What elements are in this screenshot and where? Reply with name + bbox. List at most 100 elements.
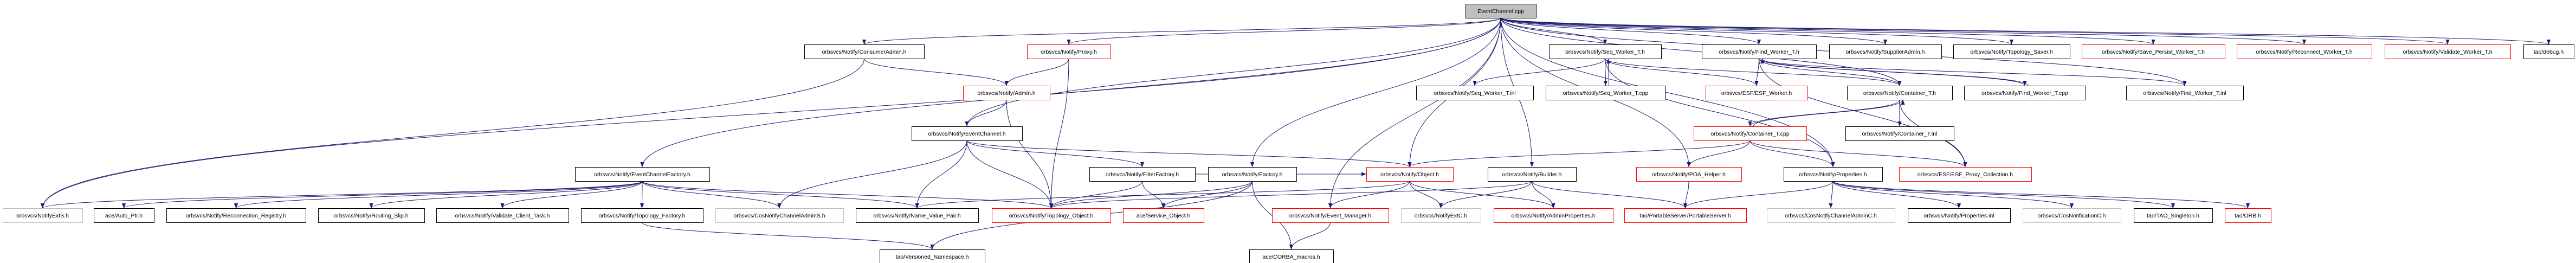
node-box: [2523, 44, 2574, 59]
file-node-service-object[interactable]: ace/Service_Object.h: [1123, 208, 1204, 223]
file-node-ecfactory[interactable]: orbsvcs/Notify/EventChannelFactory.h: [575, 167, 710, 182]
file-node-esf-proxy-coll[interactable]: orbsvcs/ESF/ESF_Proxy_Collection.h: [1899, 167, 2032, 182]
file-node-proxy[interactable]: orbsvcs/Notify/Proxy.h: [1027, 44, 1111, 59]
node-box: [1953, 44, 2070, 59]
dependency-edge-properties_h-to-orb: [1832, 181, 2250, 209]
file-node-cosnotification-c[interactable]: orbsvcs/CosNotificationC.h: [2023, 208, 2121, 223]
file-node-findworker-cpp[interactable]: orbsvcs/Notify/Find_Worker_T.cpp: [1964, 86, 2086, 100]
node-box: [715, 208, 844, 223]
dependency-edge-root-to-debug: [1500, 17, 2551, 45]
node-label: tao/ORB.h: [2235, 213, 2261, 219]
file-node-consumeradmin[interactable]: orbsvcs/Notify/ConsumerAdmin.h: [804, 44, 925, 59]
file-node-object[interactable]: orbsvcs/Notify/Object.h: [1366, 167, 1454, 182]
file-node-corba-macros[interactable]: ace/CORBA_macros.h: [1249, 249, 1334, 263]
node-label: tao/PortableServer/PortableServer.h: [1639, 213, 1731, 219]
dependency-edge-seqworker_h-to-container_h: [1605, 58, 1902, 86]
dependency-edge-seqworker_h-to-seqworker_inl: [1473, 58, 1605, 86]
node-box: [1272, 208, 1389, 223]
file-node-save-persist[interactable]: orbsvcs/Notify/Save_Persist_Worker_T.h: [2082, 44, 2225, 59]
file-node-findworker-h[interactable]: orbsvcs/Notify/Find_Worker_T.h: [1702, 44, 1817, 59]
node-box: [94, 208, 154, 223]
dependency-edge-proxy-to-admin: [1004, 58, 1069, 86]
dependency-edge-properties_h-to-cosnca_c: [1829, 181, 1833, 209]
node-label: orbsvcs/Notify/Builder.h: [1502, 171, 1562, 178]
dependency-edge-findworker_h-to-esf_proxy_coll: [1759, 58, 1967, 168]
file-node-filterfactory[interactable]: orbsvcs/Notify/FilterFactory.h: [1089, 167, 1196, 182]
node-box: [166, 208, 306, 223]
dependency-edge-root-to-findworker_h: [1500, 17, 1761, 45]
file-node-poa-helper[interactable]: orbsvcs/Notify/POA_Helper.h: [1636, 167, 1742, 182]
file-node-versioned-ns[interactable]: tao/Versioned_Namespace.h: [880, 249, 985, 263]
file-node-seqworker-cpp[interactable]: orbsvcs/Notify/Seq_Worker_T.cpp: [1546, 86, 1666, 100]
file-node-orb[interactable]: tao/ORB.h: [2225, 208, 2271, 223]
file-node-container-inl[interactable]: orbsvcs/Notify/Container_T.inl: [1845, 126, 1954, 141]
file-node-container-cpp[interactable]: orbsvcs/Notify/Container_T.cpp: [1694, 126, 1807, 141]
node-label: orbsvcs/Notify/Container_T.inl: [1862, 131, 1938, 137]
dependency-edge-admin-to-eventchannel_h: [965, 99, 1007, 127]
dependency-edge-ecfactory-to-topology_object: [642, 181, 1053, 209]
file-node-supplieradmin[interactable]: orbsvcs/Notify/SupplierAdmin.h: [1829, 44, 1942, 59]
dependency-edge-proxy-to-topology_object: [1049, 58, 1069, 209]
file-node-seqworker-h[interactable]: orbsvcs/Notify/Seq_Worker_T.h: [1549, 44, 1662, 59]
root-file-node: EventChannel.cpp: [1465, 4, 1536, 18]
node-label: orbsvcs/NotifyExtS.h: [16, 213, 69, 219]
file-node-notifyextc[interactable]: orbsvcs/NotifyExtC.h: [1401, 208, 1481, 223]
node-label: tao/TAO_Singleton.h: [2147, 213, 2199, 219]
file-node-reconn-registry[interactable]: orbsvcs/Notify/Reconnection_Registry.h: [166, 208, 306, 223]
file-node-cosnca-s[interactable]: orbsvcs/CosNotifyChannelAdminS.h: [715, 208, 844, 223]
node-box: [2385, 44, 2511, 59]
file-node-debug[interactable]: tao/debug.h: [2523, 44, 2574, 59]
file-node-properties-h[interactable]: orbsvcs/Notify/Properties.h: [1784, 167, 1883, 182]
file-node-name-value[interactable]: orbsvcs/Notify/Name_Value_Pair.h: [856, 208, 979, 223]
file-node-cosnca-c[interactable]: orbsvcs/CosNotifyChannelAdminC.h: [1767, 208, 1895, 223]
dependency-edge-object-to-event_manager: [1328, 181, 1410, 209]
node-label: orbsvcs/NotifyExtC.h: [1415, 213, 1468, 219]
file-node-validate-worker[interactable]: orbsvcs/Notify/Validate_Worker_T.h: [2385, 44, 2511, 59]
file-node-eventchannel-h[interactable]: orbsvcs/Notify/EventChannel.h: [912, 126, 1023, 141]
dependency-edge-ecfactory-to-auto_ptr: [122, 181, 643, 209]
node-box: [856, 208, 979, 223]
file-node-factory[interactable]: orbsvcs/Notify/Factory.h: [1208, 167, 1297, 182]
file-node-event-manager[interactable]: orbsvcs/Notify/Event_Manager.h: [1272, 208, 1389, 223]
node-label: orbsvcs/Notify/ConsumerAdmin.h: [822, 49, 907, 55]
file-node-notifyexts[interactable]: orbsvcs/NotifyExtS.h: [3, 208, 83, 223]
dependency-edge-ecfactory-to-routing_slip: [369, 181, 643, 209]
dependency-edge-container_cpp-to-poa_helper: [1687, 140, 1751, 168]
file-node-adminprops[interactable]: orbsvcs/Notify/AdminProperties.h: [1494, 208, 1613, 223]
node-box: [1899, 167, 2032, 182]
file-node-builder[interactable]: orbsvcs/Notify/Builder.h: [1488, 167, 1577, 182]
node-box: [1767, 208, 1895, 223]
dependency-edge-properties_h-to-properties_inl: [1832, 181, 1961, 209]
dependency-edge-container_cpp-to-esf_proxy_coll: [1749, 140, 1967, 168]
node-label: orbsvcs/Notify/Reconnection_Registry.h: [186, 213, 287, 219]
dependency-edge-consumeradmin-to-notifyexts: [40, 58, 864, 209]
node-box: [1494, 208, 1613, 223]
node-box: [2082, 44, 2225, 59]
node-label: orbsvcs/Notify/Topology_Saver.h: [1970, 49, 2052, 55]
file-node-topology-object[interactable]: orbsvcs/Notify/Topology_Object.h: [992, 208, 1111, 223]
file-node-auto-ptr[interactable]: ace/Auto_Ptr.h: [94, 208, 154, 223]
node-label: orbsvcs/Notify/Topology_Factory.h: [599, 213, 686, 219]
file-node-admin[interactable]: orbsvcs/Notify/Admin.h: [963, 86, 1050, 100]
node-box: [2126, 86, 2244, 100]
node-label: ace/Auto_Ptr.h: [105, 213, 143, 219]
file-node-findworker-inl[interactable]: orbsvcs/Notify/Find_Worker_T.inl: [2126, 86, 2244, 100]
file-node-portableserver[interactable]: tao/PortableServer/PortableServer.h: [1624, 208, 1747, 223]
file-node-properties-inl[interactable]: orbsvcs/Notify/Properties.inl: [1908, 208, 2011, 223]
node-label: orbsvcs/Notify/Validate_Worker_T.h: [2403, 49, 2493, 55]
file-node-reconnect-worker[interactable]: orbsvcs/Notify/Reconnect_Worker_T.h: [2237, 44, 2372, 59]
dependency-edge-root-to-seqworker_h: [1500, 17, 1607, 45]
file-node-container-h[interactable]: orbsvcs/Notify/Container_T.h: [1847, 86, 1953, 100]
node-box: [1089, 167, 1196, 182]
file-node-validate-client[interactable]: orbsvcs/Notify/Validate_Client_Task.h: [436, 208, 569, 223]
file-node-topology-saver[interactable]: orbsvcs/Notify/Topology_Saver.h: [1953, 44, 2070, 59]
node-label: orbsvcs/Notify/Name_Value_Pair.h: [873, 213, 961, 219]
dependency-edge-ecfactory-to-notifyexts: [41, 181, 643, 209]
file-node-esf-worker[interactable]: orbsvcs/ESF/ESF_Worker.h: [1706, 86, 1808, 100]
file-node-routing-slip[interactable]: orbsvcs/Notify/Routing_Slip.h: [318, 208, 425, 223]
file-node-topology-factory[interactable]: orbsvcs/Notify/Topology_Factory.h: [581, 208, 703, 223]
dependency-edge-admin-to-topology_object: [1006, 99, 1054, 209]
file-node-tao-singleton[interactable]: tao/TAO_Singleton.h: [2134, 208, 2213, 223]
file-node-seqworker-inl[interactable]: orbsvcs/Notify/Seq_Worker_T.inl: [1416, 86, 1534, 100]
